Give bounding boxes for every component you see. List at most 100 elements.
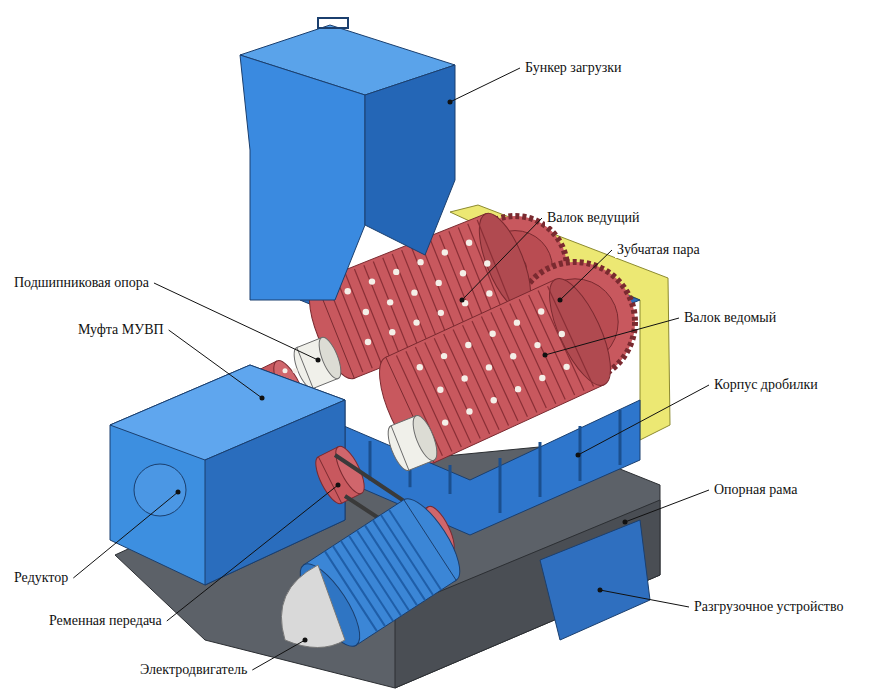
driving-roll-tooth: [364, 265, 401, 357]
motor-fin: [333, 546, 385, 626]
driven-roll-tooth: [538, 291, 584, 391]
driving-roll-tooth: [430, 239, 467, 331]
motor-fin: [365, 525, 417, 605]
belt-pulley: [310, 443, 370, 508]
part-label: Бункер загрузки: [523, 60, 623, 76]
part-label: Валок ведомый: [682, 310, 778, 326]
motor-fin: [389, 510, 441, 590]
part-label: Муфта МУВП: [76, 322, 166, 338]
driving-roll-tooth: [411, 246, 448, 338]
driving-roll-stud: [413, 319, 419, 325]
leader-dot: [448, 100, 453, 105]
driving-roll-tooth: [402, 250, 439, 342]
part-label: Зубчатая пара: [615, 242, 702, 258]
driven-roll-stud: [491, 397, 497, 403]
part-label: Редуктор: [12, 570, 70, 586]
driving-roll-stud: [363, 309, 369, 315]
motor-fin: [341, 541, 393, 621]
driven-roll-stud: [510, 353, 516, 359]
motor-fin: [373, 520, 425, 600]
driving-roll-stud: [389, 329, 395, 335]
driving-roll-tooth: [336, 277, 373, 369]
housing-rib: [369, 441, 372, 480]
driving-roll-tooth: [439, 235, 476, 327]
part-label: Электродвигатель: [138, 662, 249, 678]
leader-line: [600, 590, 689, 607]
driven-roll-tooth: [529, 295, 575, 395]
part-label: Подшипниковая опора: [12, 275, 151, 291]
leader-dot: [598, 588, 603, 593]
part-label: Ременная передача: [47, 613, 164, 629]
driving-roll-tooth: [458, 227, 495, 319]
driving-roll-stud: [436, 280, 442, 286]
leader-line: [167, 485, 338, 621]
driven-roll-stud: [461, 375, 467, 381]
driven-roll-stud: [466, 408, 472, 414]
coupling-pin: [283, 368, 288, 373]
bearing-support-cap: [315, 335, 346, 382]
driving-roll-stud: [417, 259, 423, 265]
leader-line: [252, 640, 305, 670]
crusher-drawing: [110, 18, 670, 688]
driven-roll-cap: [537, 271, 622, 393]
driven-roll-stud: [489, 331, 495, 337]
driven-roll-stud: [563, 364, 569, 370]
gearbox-cover: [134, 464, 186, 516]
leader-dot: [176, 490, 181, 495]
driving-roll-stud: [442, 249, 448, 255]
belt-pulley-cap: [330, 443, 370, 498]
leader-dot: [316, 358, 321, 363]
leader-dot: [260, 396, 265, 401]
leader-dot: [543, 353, 548, 358]
leader-dot: [303, 638, 308, 643]
driven-roll-tooth: [548, 286, 594, 386]
part-label: Разгрузочное устройство: [692, 599, 845, 615]
hopper: [240, 55, 365, 300]
driving-roll-tooth: [421, 243, 458, 335]
motor-fin: [349, 536, 401, 616]
driving-roll-stud: [486, 290, 492, 296]
driving-roll-stud: [387, 299, 393, 305]
motor-fan-cover: [281, 565, 345, 648]
driven-roll-tooth: [500, 308, 546, 408]
driven-roll-stud: [538, 308, 544, 314]
housing-rib: [449, 465, 452, 494]
driven-roll-stud: [534, 342, 540, 348]
housing-rib: [499, 458, 502, 513]
driven-roll-stud: [437, 386, 443, 392]
driving-roll-tooth: [383, 258, 420, 350]
gearbox: [110, 365, 345, 585]
driving-roll-stud: [365, 339, 371, 345]
leader-line: [154, 283, 318, 360]
driven-roll-tooth: [472, 321, 518, 421]
driven-roll-tooth: [519, 299, 565, 399]
leader-line: [578, 385, 709, 455]
coupling-pin: [293, 368, 298, 373]
driven-roll-tooth: [425, 343, 471, 443]
driving-roll-stud: [393, 269, 399, 275]
driven-roll-stud: [465, 342, 471, 348]
leader-line: [560, 250, 612, 300]
driving-roll-stud: [411, 289, 417, 295]
leader-line: [169, 330, 262, 398]
driving-roll-tooth: [468, 224, 505, 316]
driving-roll-tooth: [373, 261, 410, 353]
part-label: Корпус дробилки: [712, 377, 820, 393]
driving-roll-stud: [344, 288, 350, 294]
hopper: [365, 65, 455, 255]
part-label: Опорная рама: [712, 482, 799, 498]
driving-roll-stud: [438, 310, 444, 316]
driven-roll-tooth: [434, 338, 480, 438]
driven-roll-stud: [486, 364, 492, 370]
motor-fin: [357, 531, 409, 611]
driven-roll-tooth: [453, 330, 499, 430]
leader-dot: [576, 453, 581, 458]
leader-line: [73, 492, 178, 578]
driven-roll-tooth: [444, 334, 490, 434]
driving-roll-stud: [466, 240, 472, 246]
driven-roll-tooth: [481, 317, 527, 417]
driving-roll-tooth: [354, 269, 391, 361]
